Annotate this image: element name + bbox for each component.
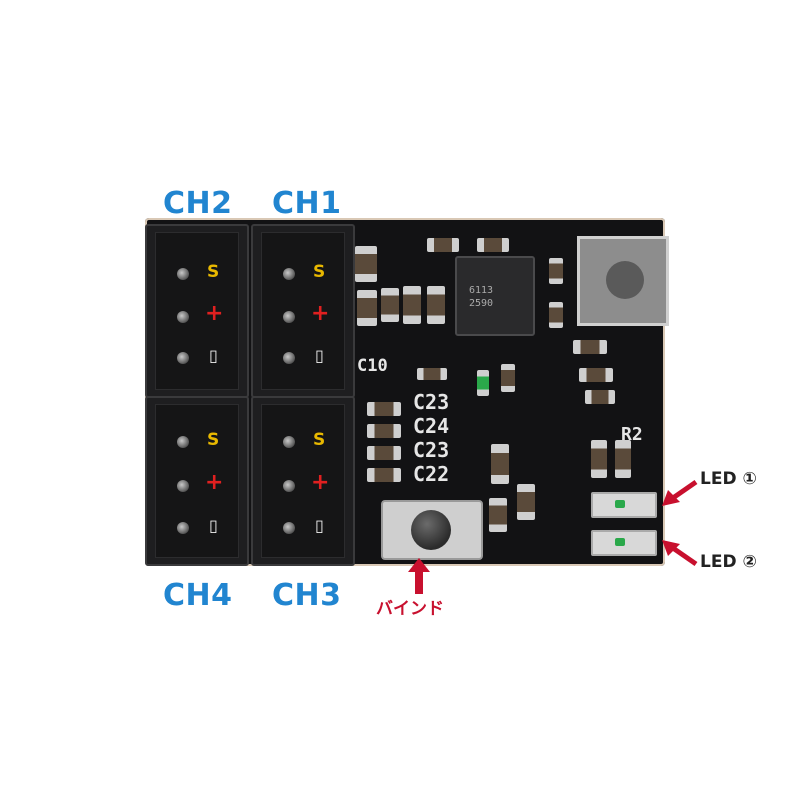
smd-capacitor	[517, 484, 535, 520]
minus-mark: ▯	[315, 346, 324, 365]
pin-plus	[177, 311, 189, 323]
connector-ch1[interactable]: S + ▯	[251, 224, 355, 398]
connector-ch3[interactable]: S + ▯	[251, 396, 355, 566]
minus-mark: ▯	[209, 516, 218, 535]
smd-capacitor	[355, 246, 377, 282]
chip-marking: 6113 2590	[469, 285, 494, 309]
pin-minus	[177, 522, 189, 534]
smd-resistor	[501, 364, 515, 392]
led-1-die	[615, 500, 625, 508]
pin-signal	[283, 436, 295, 448]
pin-minus	[283, 352, 295, 364]
led1-arrow-icon	[662, 479, 698, 506]
smd-resistor	[549, 302, 563, 328]
smd-capacitor	[585, 390, 615, 404]
signal-mark: S	[313, 430, 326, 450]
silk-c22: C22	[413, 462, 450, 486]
plus-mark: +	[311, 301, 330, 326]
plus-mark: +	[311, 470, 330, 495]
led-2-die	[615, 538, 625, 546]
silk-r2: R2	[621, 424, 643, 445]
antenna-pad	[577, 236, 669, 326]
smd-capacitor	[491, 444, 509, 484]
ch2-label: CH2	[163, 186, 233, 221]
ch1-label: CH1	[272, 186, 342, 221]
smd-capacitor	[403, 286, 421, 324]
signal-mark: S	[207, 430, 220, 450]
pin-plus	[177, 480, 189, 492]
led2-arrow-icon	[662, 540, 698, 567]
smd-resistor	[549, 258, 563, 284]
ch4-label: CH4	[163, 578, 233, 613]
pin-minus	[177, 352, 189, 364]
smd-resistor	[417, 368, 447, 380]
pin-minus	[283, 522, 295, 534]
smd-capacitor	[489, 498, 507, 532]
smd-capacitor	[427, 286, 445, 324]
silk-c23: C23	[413, 390, 450, 414]
smd-resistor	[615, 440, 631, 478]
pin-plus	[283, 311, 295, 323]
silk-c10: C10	[357, 356, 388, 376]
led-2	[591, 530, 657, 556]
bind-button-cap	[411, 510, 451, 550]
smd-capacitor	[367, 446, 401, 460]
smd-capacitor	[579, 368, 613, 382]
led2-label: LED ②	[700, 552, 757, 572]
connector-ch2[interactable]: S + ▯	[145, 224, 249, 398]
signal-mark: S	[313, 262, 326, 282]
smd-capacitor	[367, 424, 401, 438]
bind-label: バインド	[376, 599, 444, 619]
pin-signal	[177, 436, 189, 448]
led1-label: LED ①	[700, 469, 757, 489]
led-1	[591, 492, 657, 518]
smd-capacitor	[477, 238, 509, 252]
minus-mark: ▯	[209, 346, 218, 365]
smd-resistor	[591, 440, 607, 478]
plus-mark: +	[205, 470, 224, 495]
receiver-chip: 6113 2590	[455, 256, 535, 336]
receiver-board: S + ▯ S + ▯ S + ▯ S + ▯	[145, 218, 669, 566]
pin-signal	[177, 268, 189, 280]
minus-mark: ▯	[315, 516, 324, 535]
silk-c23b: C23	[413, 438, 450, 462]
smd-capacitor	[381, 288, 399, 322]
bind-arrow-icon	[408, 558, 430, 594]
antenna-solder-point	[606, 261, 644, 299]
smd-capacitor	[427, 238, 459, 252]
signal-mark: S	[207, 262, 220, 282]
silk-c24: C24	[413, 414, 450, 438]
plus-mark: +	[205, 301, 224, 326]
bind-button[interactable]	[381, 500, 483, 560]
smd-capacitor	[357, 290, 377, 326]
pin-plus	[283, 480, 295, 492]
status-diode	[477, 370, 489, 396]
smd-capacitor	[367, 402, 401, 416]
connector-ch4[interactable]: S + ▯	[145, 396, 249, 566]
pin-signal	[283, 268, 295, 280]
smd-capacitor	[573, 340, 607, 354]
smd-capacitor	[367, 468, 401, 482]
ch3-label: CH3	[272, 578, 342, 613]
